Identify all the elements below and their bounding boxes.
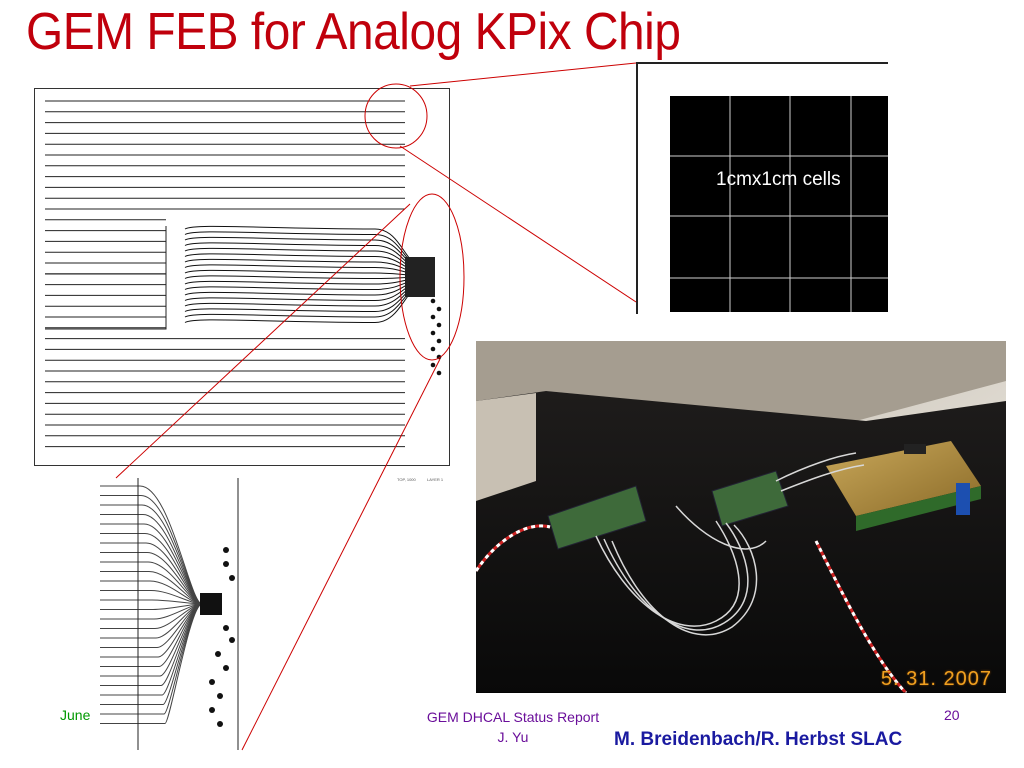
page-number: 20 [944,707,960,723]
cell-size-label: 1cmx1cm cells [716,169,841,190]
footer-presenter: J. Yu [497,729,529,745]
photo-illustration [476,341,1006,693]
chip-cluster [405,257,435,297]
zoomed-layout-inset [100,478,240,750]
cell-grid-lines [670,96,888,312]
slide-title: GEM FEB for Analog KPix Chip [26,3,681,61]
footer-report: GEM DHCAL Status Report J. Yu [413,707,613,747]
footer-date: June [60,707,91,723]
cell-grid-panel: 1cmx1cm cells [636,62,888,314]
pcb-layout-drawing: TOP, 1000 LAYER 1 [34,88,450,482]
pcb-traces [45,100,442,448]
kpix-chip [200,593,222,615]
layer-label-layer: LAYER 1 [427,477,444,482]
callout-line-1 [409,62,637,87]
cell-grid: 1cmx1cm cells [670,96,888,312]
lab-photo: 5. 31. 2007 [476,341,1006,693]
zoom-traces [100,478,239,750]
photo-date-stamp: 5. 31. 2007 [880,668,992,690]
author-credit: M. Breidenbach/R. Herbst SLAC [614,729,903,750]
layer-label-top: TOP, 1000 [397,477,416,482]
footer-report-title: GEM DHCAL Status Report [426,709,600,725]
